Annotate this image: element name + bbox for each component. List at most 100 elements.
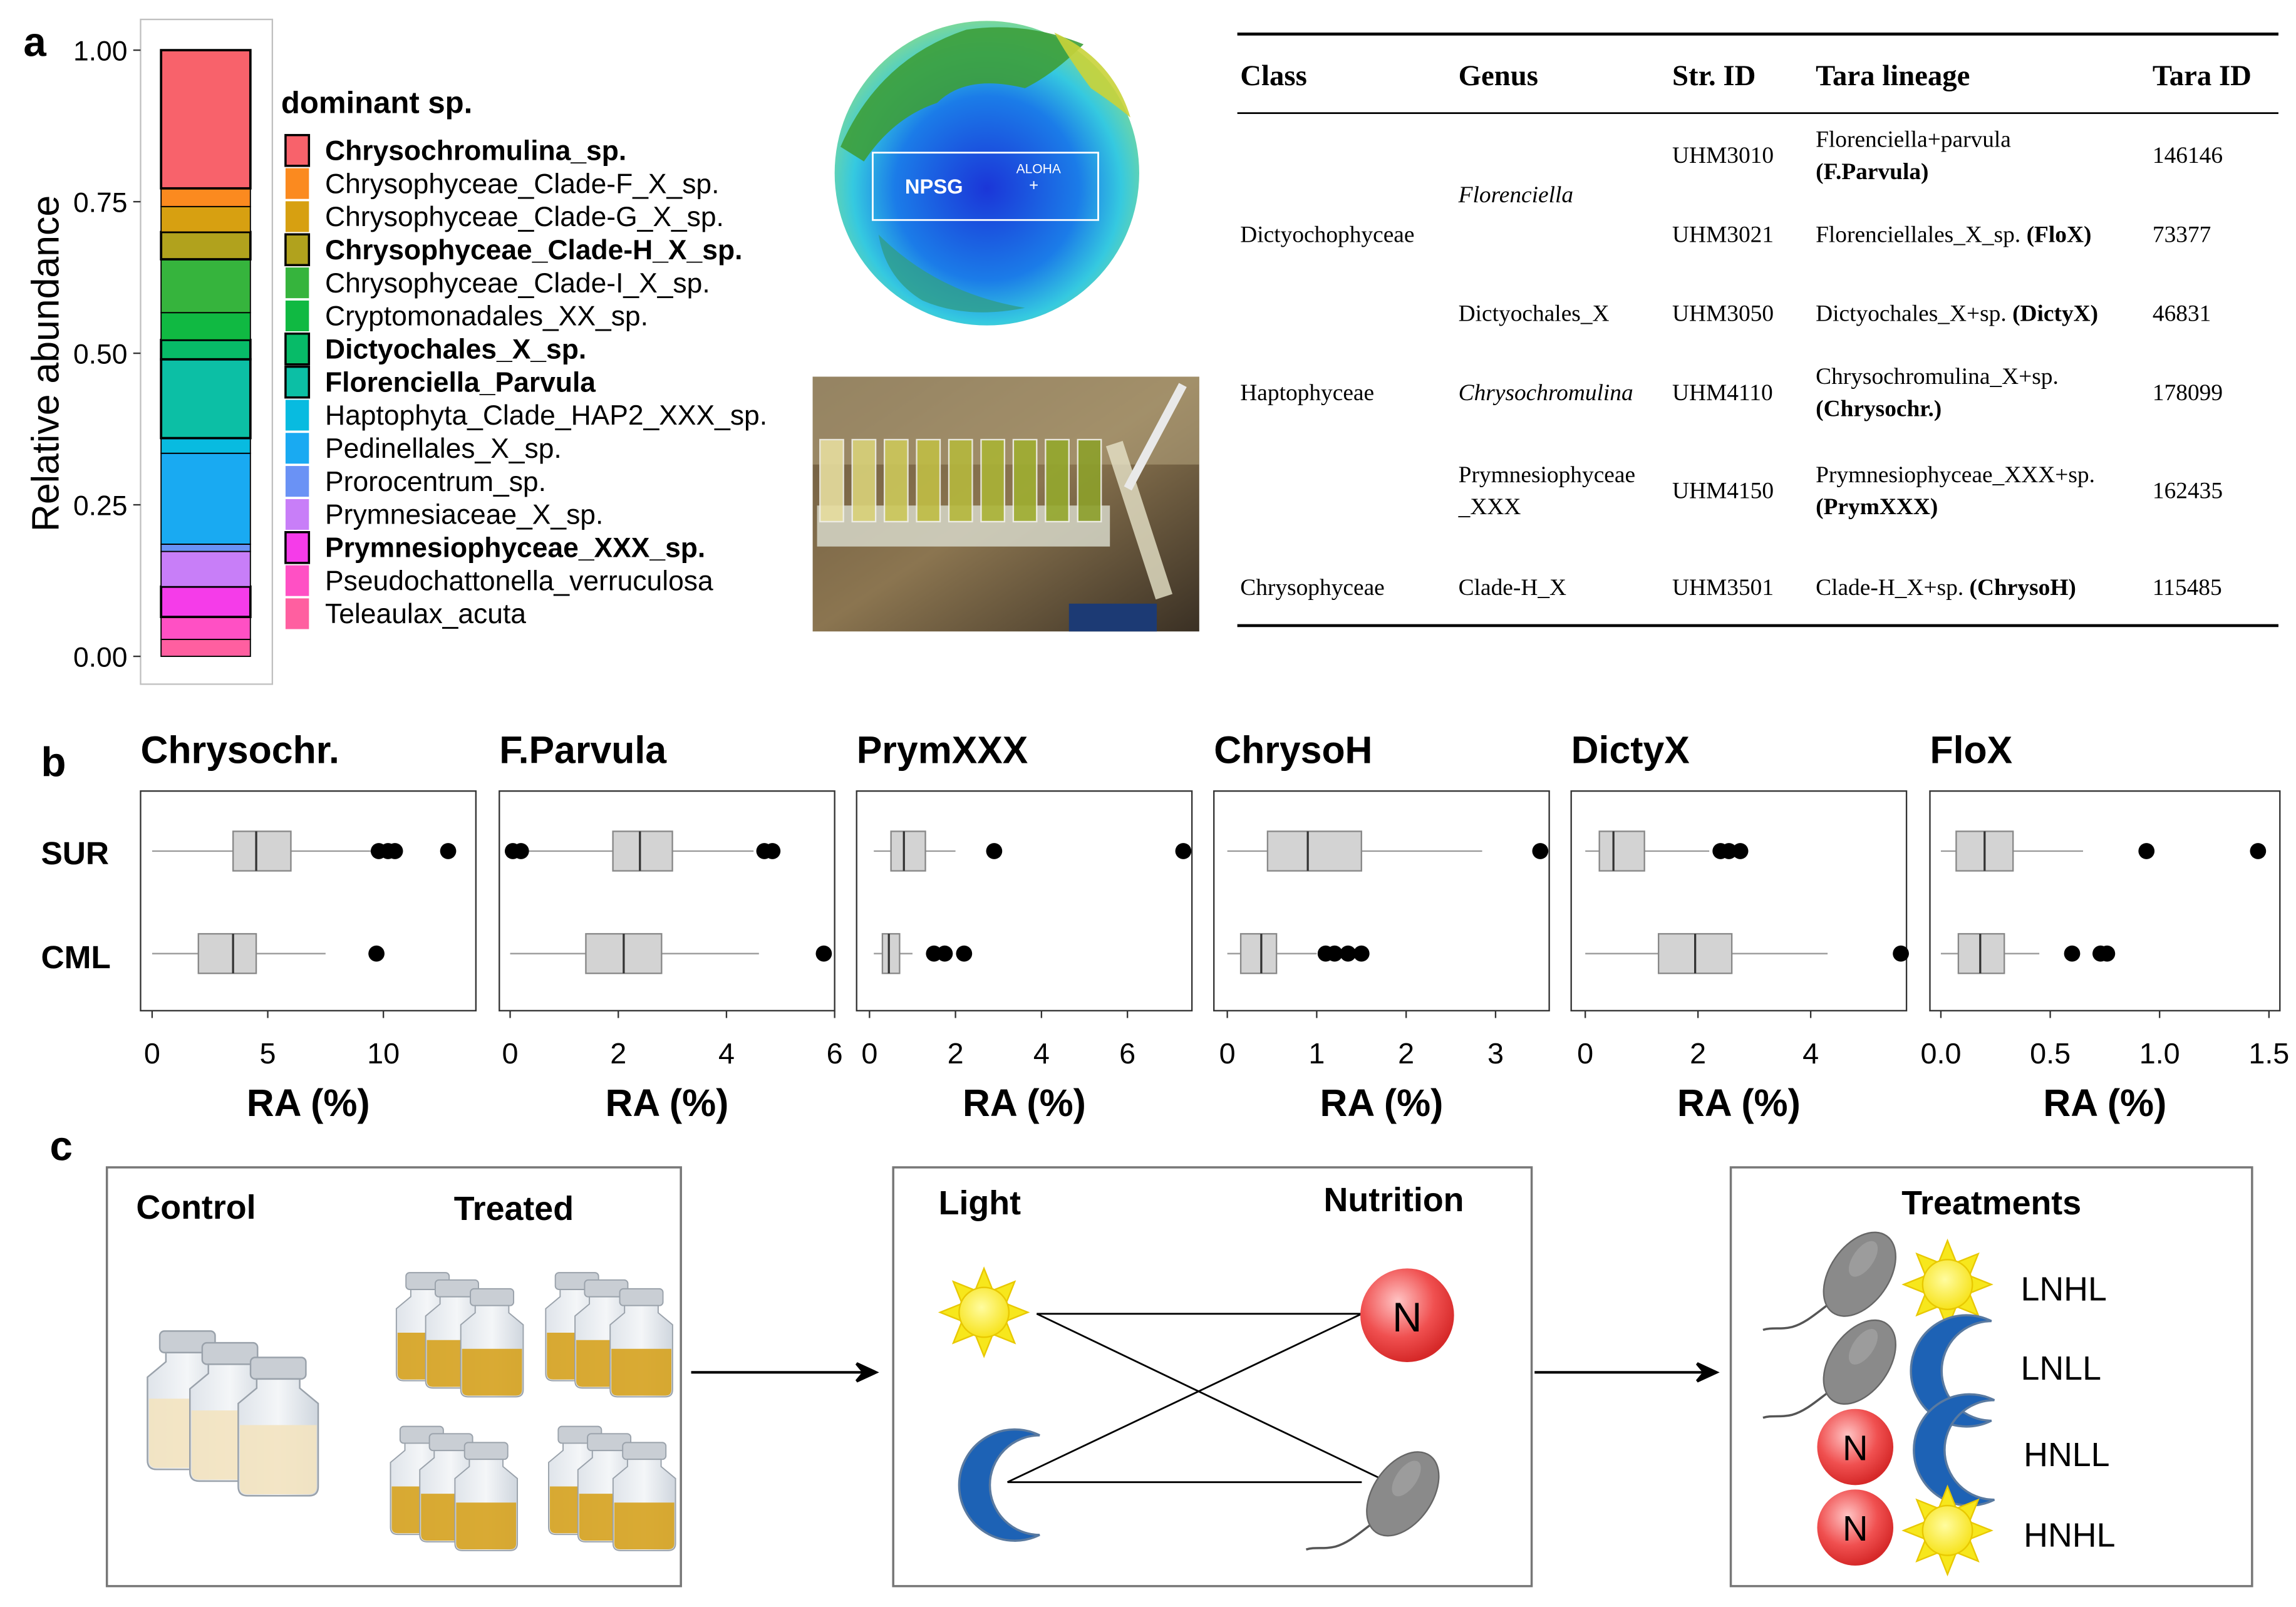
outlier-point bbox=[2138, 843, 2155, 859]
outlier-point bbox=[1175, 843, 1192, 859]
table-row: UHM4110 Chrysochromulina_X+sp. (Chrysoch… bbox=[1672, 364, 2223, 421]
x-axis-title: RA (%) bbox=[247, 1082, 370, 1124]
x-tick-label: 3 bbox=[1487, 1037, 1504, 1070]
legend-entry: Pseudochattonella_verruculosa bbox=[325, 566, 713, 596]
legend-swatch bbox=[285, 565, 309, 596]
bacterium-icon bbox=[1762, 1217, 1912, 1331]
genus-cell: Dictyochales_X bbox=[1459, 301, 1610, 327]
lineage-short-cell: (Chrysochr.) bbox=[1816, 396, 1942, 422]
x-tick-label: 1.0 bbox=[2139, 1037, 2180, 1070]
bottle-liquid bbox=[239, 1425, 317, 1494]
class-cell: Chrysophyceae bbox=[1240, 575, 1385, 601]
header-strain-id: Str. ID bbox=[1672, 59, 1756, 92]
legend-entry: Chrysophyceae_Clade-G_X_sp. bbox=[325, 202, 724, 232]
nutrient-icon: N bbox=[1817, 1408, 1894, 1486]
treatment-label: LNHL bbox=[2020, 1271, 2106, 1308]
x-tick-label: 2 bbox=[610, 1037, 626, 1070]
nutrition-label: Nutrition bbox=[1324, 1181, 1464, 1219]
table-row: UHM3021 Florenciellales_X_sp. (FloX) 733… bbox=[1672, 222, 2211, 247]
x-tick-label: 6 bbox=[1119, 1037, 1135, 1070]
y-tick-label: 0.50 bbox=[73, 339, 127, 369]
legend-swatch bbox=[284, 233, 311, 267]
x-tick-label: 5 bbox=[260, 1037, 276, 1070]
header-tara-id: Tara ID bbox=[2153, 59, 2252, 92]
strain-table: Class Genus Str. ID Tara lineage Tara ID… bbox=[1237, 33, 2278, 628]
panel-label-b: b bbox=[41, 740, 66, 785]
outlier-point bbox=[1720, 843, 1737, 859]
stack-segment bbox=[160, 338, 252, 361]
table-row: UHM4150 Prymnesiophyceae_XXX+sp. (PrymXX… bbox=[1672, 462, 2223, 520]
legend-swatch bbox=[285, 499, 309, 530]
tara-id-cell: 162435 bbox=[2153, 478, 2223, 504]
box bbox=[881, 933, 901, 974]
culture-tube bbox=[980, 438, 1006, 523]
stacked-bar-chart: Relative abundance 1.000.750.500.250.00 … bbox=[24, 18, 767, 685]
outlier-point bbox=[512, 843, 529, 859]
y-tick-label: 0.25 bbox=[73, 490, 127, 521]
stack-segment bbox=[160, 452, 251, 545]
culture-tube bbox=[883, 438, 909, 523]
panel-frame bbox=[856, 790, 1193, 1011]
treatment-row: LNLL bbox=[1762, 1306, 2101, 1428]
outlier-point bbox=[1532, 843, 1549, 859]
strain-id-cell: UHM3021 bbox=[1672, 222, 1774, 247]
outlier-point bbox=[386, 843, 403, 859]
x-tick-label: 4 bbox=[1802, 1037, 1819, 1070]
legend-swatch bbox=[285, 201, 309, 232]
photo-wall bbox=[812, 376, 1199, 465]
strain-id-cell: UHM4150 bbox=[1672, 478, 1774, 504]
legend-entry: Pedinellales_X_sp. bbox=[325, 433, 562, 464]
panel-title: DictyX bbox=[1571, 729, 1690, 772]
culture-tube bbox=[851, 438, 877, 523]
y-tick-label: 0.75 bbox=[73, 187, 127, 218]
stack-segment bbox=[160, 230, 252, 261]
culture-tubes bbox=[819, 438, 1102, 523]
legend-swatch bbox=[285, 168, 309, 199]
tara-id-cell: 115485 bbox=[2153, 575, 2222, 601]
box bbox=[1266, 830, 1362, 872]
x-tick-label: 0 bbox=[144, 1037, 160, 1070]
bacterium-icon bbox=[1305, 1437, 1455, 1551]
arrow-head-icon bbox=[1695, 1362, 1720, 1383]
legend-swatch bbox=[285, 400, 309, 431]
land-mass bbox=[878, 234, 1025, 313]
genus-cell: Prymnesiophyceae bbox=[1459, 462, 1635, 488]
outlier-point bbox=[956, 945, 973, 962]
y-tick-label: 1.00 bbox=[73, 36, 127, 66]
nutrient-icon: N bbox=[1817, 1489, 1894, 1566]
x-tick-label: 2 bbox=[1690, 1037, 1706, 1070]
svg-text:N: N bbox=[1843, 1509, 1868, 1548]
tara-id-cell: 46831 bbox=[2153, 301, 2211, 327]
lineage-short-cell: (PrymXXX) bbox=[1816, 494, 1938, 520]
legend-swatch bbox=[285, 300, 309, 331]
table-row: UHM3501 Clade-H_X+sp. (ChrysoH) 115485 bbox=[1672, 575, 2222, 601]
genus-cell: Florenciella bbox=[1458, 182, 1573, 208]
globe-map: NPSG ALOHA + bbox=[834, 21, 1139, 326]
box-frame bbox=[892, 1166, 1533, 1588]
legend-swatch bbox=[284, 531, 311, 564]
strain-id-cell: UHM4110 bbox=[1672, 380, 1773, 406]
legend-entry: Teleaulax_acuta bbox=[325, 599, 526, 629]
pipette-tube bbox=[1105, 440, 1173, 600]
tara-id-cell: 73377 bbox=[2153, 222, 2211, 247]
strain-id-cell: UHM3050 bbox=[1672, 301, 1774, 327]
lab-photo bbox=[812, 376, 1199, 632]
treatment-label: HNLL bbox=[2024, 1436, 2109, 1474]
x-axis-title: RA (%) bbox=[2043, 1082, 2166, 1124]
outlier-point bbox=[1340, 945, 1357, 962]
bottle-liquid bbox=[611, 1348, 671, 1396]
stack-segment bbox=[160, 205, 251, 233]
svg-text:N: N bbox=[1843, 1429, 1868, 1468]
legend-entry: Chrysophyceae_Clade-F_X_sp. bbox=[325, 168, 719, 199]
box-frame bbox=[105, 1166, 682, 1588]
npsg-region-box bbox=[872, 152, 1099, 221]
legend-entry: Haptophyta_Clade_HAP2_XXX_sp. bbox=[325, 400, 767, 431]
culture-bottles bbox=[147, 1272, 676, 1551]
outlier-point bbox=[2064, 945, 2081, 962]
legend-entry: Cryptomonadales_XX_sp. bbox=[325, 301, 648, 332]
x-tick-label: 0 bbox=[1219, 1037, 1236, 1070]
x-tick-label: 10 bbox=[367, 1037, 400, 1070]
